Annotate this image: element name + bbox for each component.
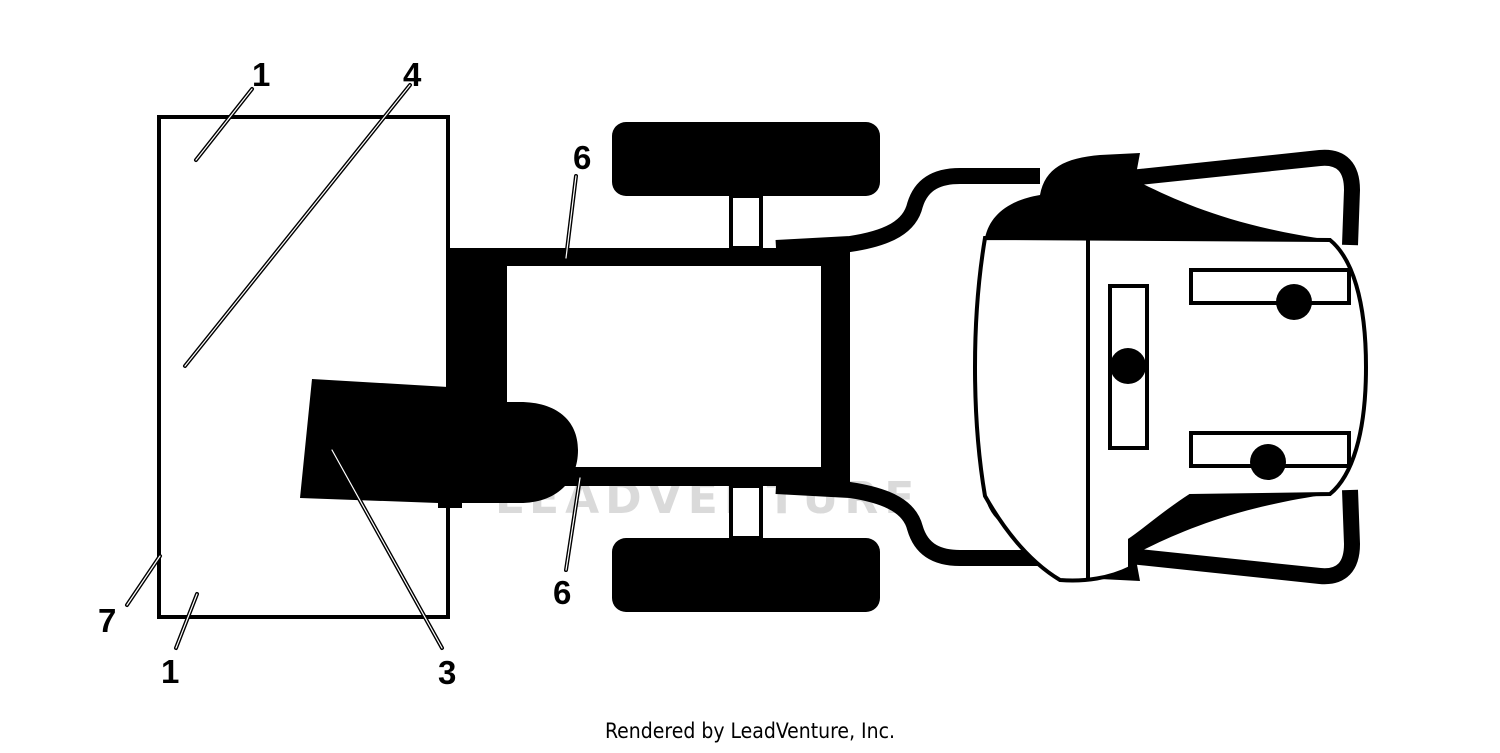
discharge-chute bbox=[300, 379, 578, 508]
callout-6-top: 6 bbox=[573, 139, 591, 176]
tractor-body bbox=[775, 149, 1369, 585]
render-credit: Rendered by LeadVenture, Inc. bbox=[605, 719, 895, 743]
axle-top bbox=[729, 194, 763, 250]
callout-1-bottom: 1 bbox=[161, 653, 179, 690]
leader-lines bbox=[125, 83, 582, 650]
leader-1-bottom bbox=[174, 592, 199, 650]
front-wheel-bottom bbox=[612, 538, 880, 612]
control-lever-lower bbox=[1189, 431, 1351, 480]
leader-6-top bbox=[564, 174, 578, 260]
leader-1-top bbox=[194, 87, 254, 162]
blade-housing bbox=[157, 115, 450, 619]
leader-6-bottom bbox=[564, 476, 582, 572]
callout-4: 4 bbox=[403, 56, 422, 93]
callout-labels: 1 4 6 6 7 1 3 bbox=[98, 56, 591, 691]
callout-1-top: 1 bbox=[252, 56, 270, 93]
leader-4 bbox=[183, 83, 412, 368]
front-wheel-top bbox=[612, 122, 880, 196]
leader-7 bbox=[125, 554, 162, 607]
control-lever-upper bbox=[1189, 268, 1351, 320]
axle-bottom bbox=[729, 484, 763, 540]
callout-7: 7 bbox=[98, 602, 116, 639]
callout-6-bottom: 6 bbox=[553, 574, 571, 611]
leader-3 bbox=[330, 448, 444, 650]
control-lever-center bbox=[1108, 284, 1149, 450]
callout-3: 3 bbox=[438, 654, 456, 691]
